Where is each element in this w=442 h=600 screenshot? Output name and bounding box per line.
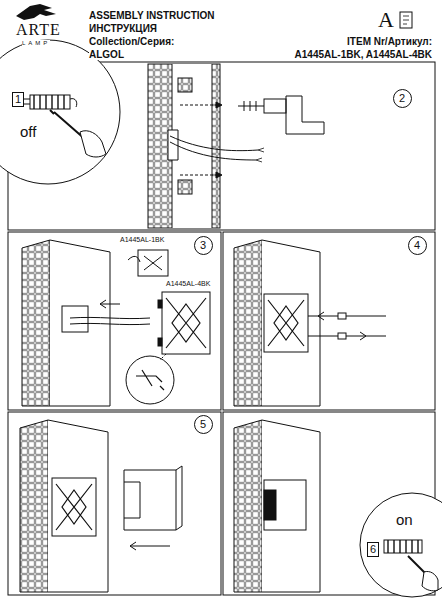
item-label: ITEM Nr/Артикул: (347, 36, 432, 47)
wall (22, 240, 110, 406)
wire-connector (338, 313, 346, 319)
step-box: 1 (12, 92, 24, 107)
detail-circle (0, 40, 120, 184)
logo-griffin (16, 4, 56, 20)
hand (80, 131, 106, 157)
item-number: A1445AL-1BK, A1445AL-4BK (295, 49, 432, 60)
step-circle: 4 (408, 236, 427, 255)
lamp-body (264, 480, 306, 530)
step-number: 1 (15, 94, 21, 105)
screw-dowel (238, 96, 324, 134)
sheet-title: ASSEMBLY INSTRUCTION (89, 10, 215, 21)
collection-name: ALGOL (89, 49, 124, 60)
mounting-plate (128, 250, 168, 276)
lamp-body (124, 466, 182, 530)
step-circle: 2 (393, 89, 412, 108)
step-number: 4 (414, 240, 420, 251)
wall (20, 420, 108, 592)
brand-sub: LAMP (22, 40, 50, 47)
step-number: 5 (200, 419, 206, 430)
mounting-plate (264, 294, 308, 352)
book-icon (400, 12, 412, 28)
model-label: A1445AL-4BK (166, 280, 210, 288)
model-label: A1445AL-1BK (120, 236, 164, 244)
step-circle: 3 (194, 236, 213, 255)
terminal-block (384, 540, 422, 553)
switch-state: on (396, 512, 413, 529)
sheet-title: ИНСТРУКЦИЯ (89, 23, 157, 34)
collection-label: Collection/Серия: (89, 36, 174, 47)
wall (148, 64, 220, 228)
brand-name: ARTE (16, 21, 61, 39)
step-number: 2 (399, 93, 405, 104)
mounting-plate (158, 292, 210, 354)
switch-state: off (20, 124, 36, 141)
wall (234, 240, 320, 406)
mounting-plate (52, 478, 96, 536)
detail-circle (360, 493, 442, 597)
step-number: 6 (370, 544, 376, 555)
logo-letter: A (378, 8, 394, 32)
wire (308, 316, 386, 336)
detail-circle (126, 356, 174, 404)
direction-arrow (100, 300, 120, 308)
step-circle: 5 (194, 415, 213, 434)
mains-wire (170, 136, 258, 160)
wire (70, 317, 150, 324)
direction-arrow (130, 542, 170, 550)
terminal-block (22, 95, 77, 109)
step-box: 6 (367, 542, 379, 557)
wall (234, 420, 320, 592)
hand (422, 571, 438, 590)
step-number: 3 (200, 240, 206, 251)
